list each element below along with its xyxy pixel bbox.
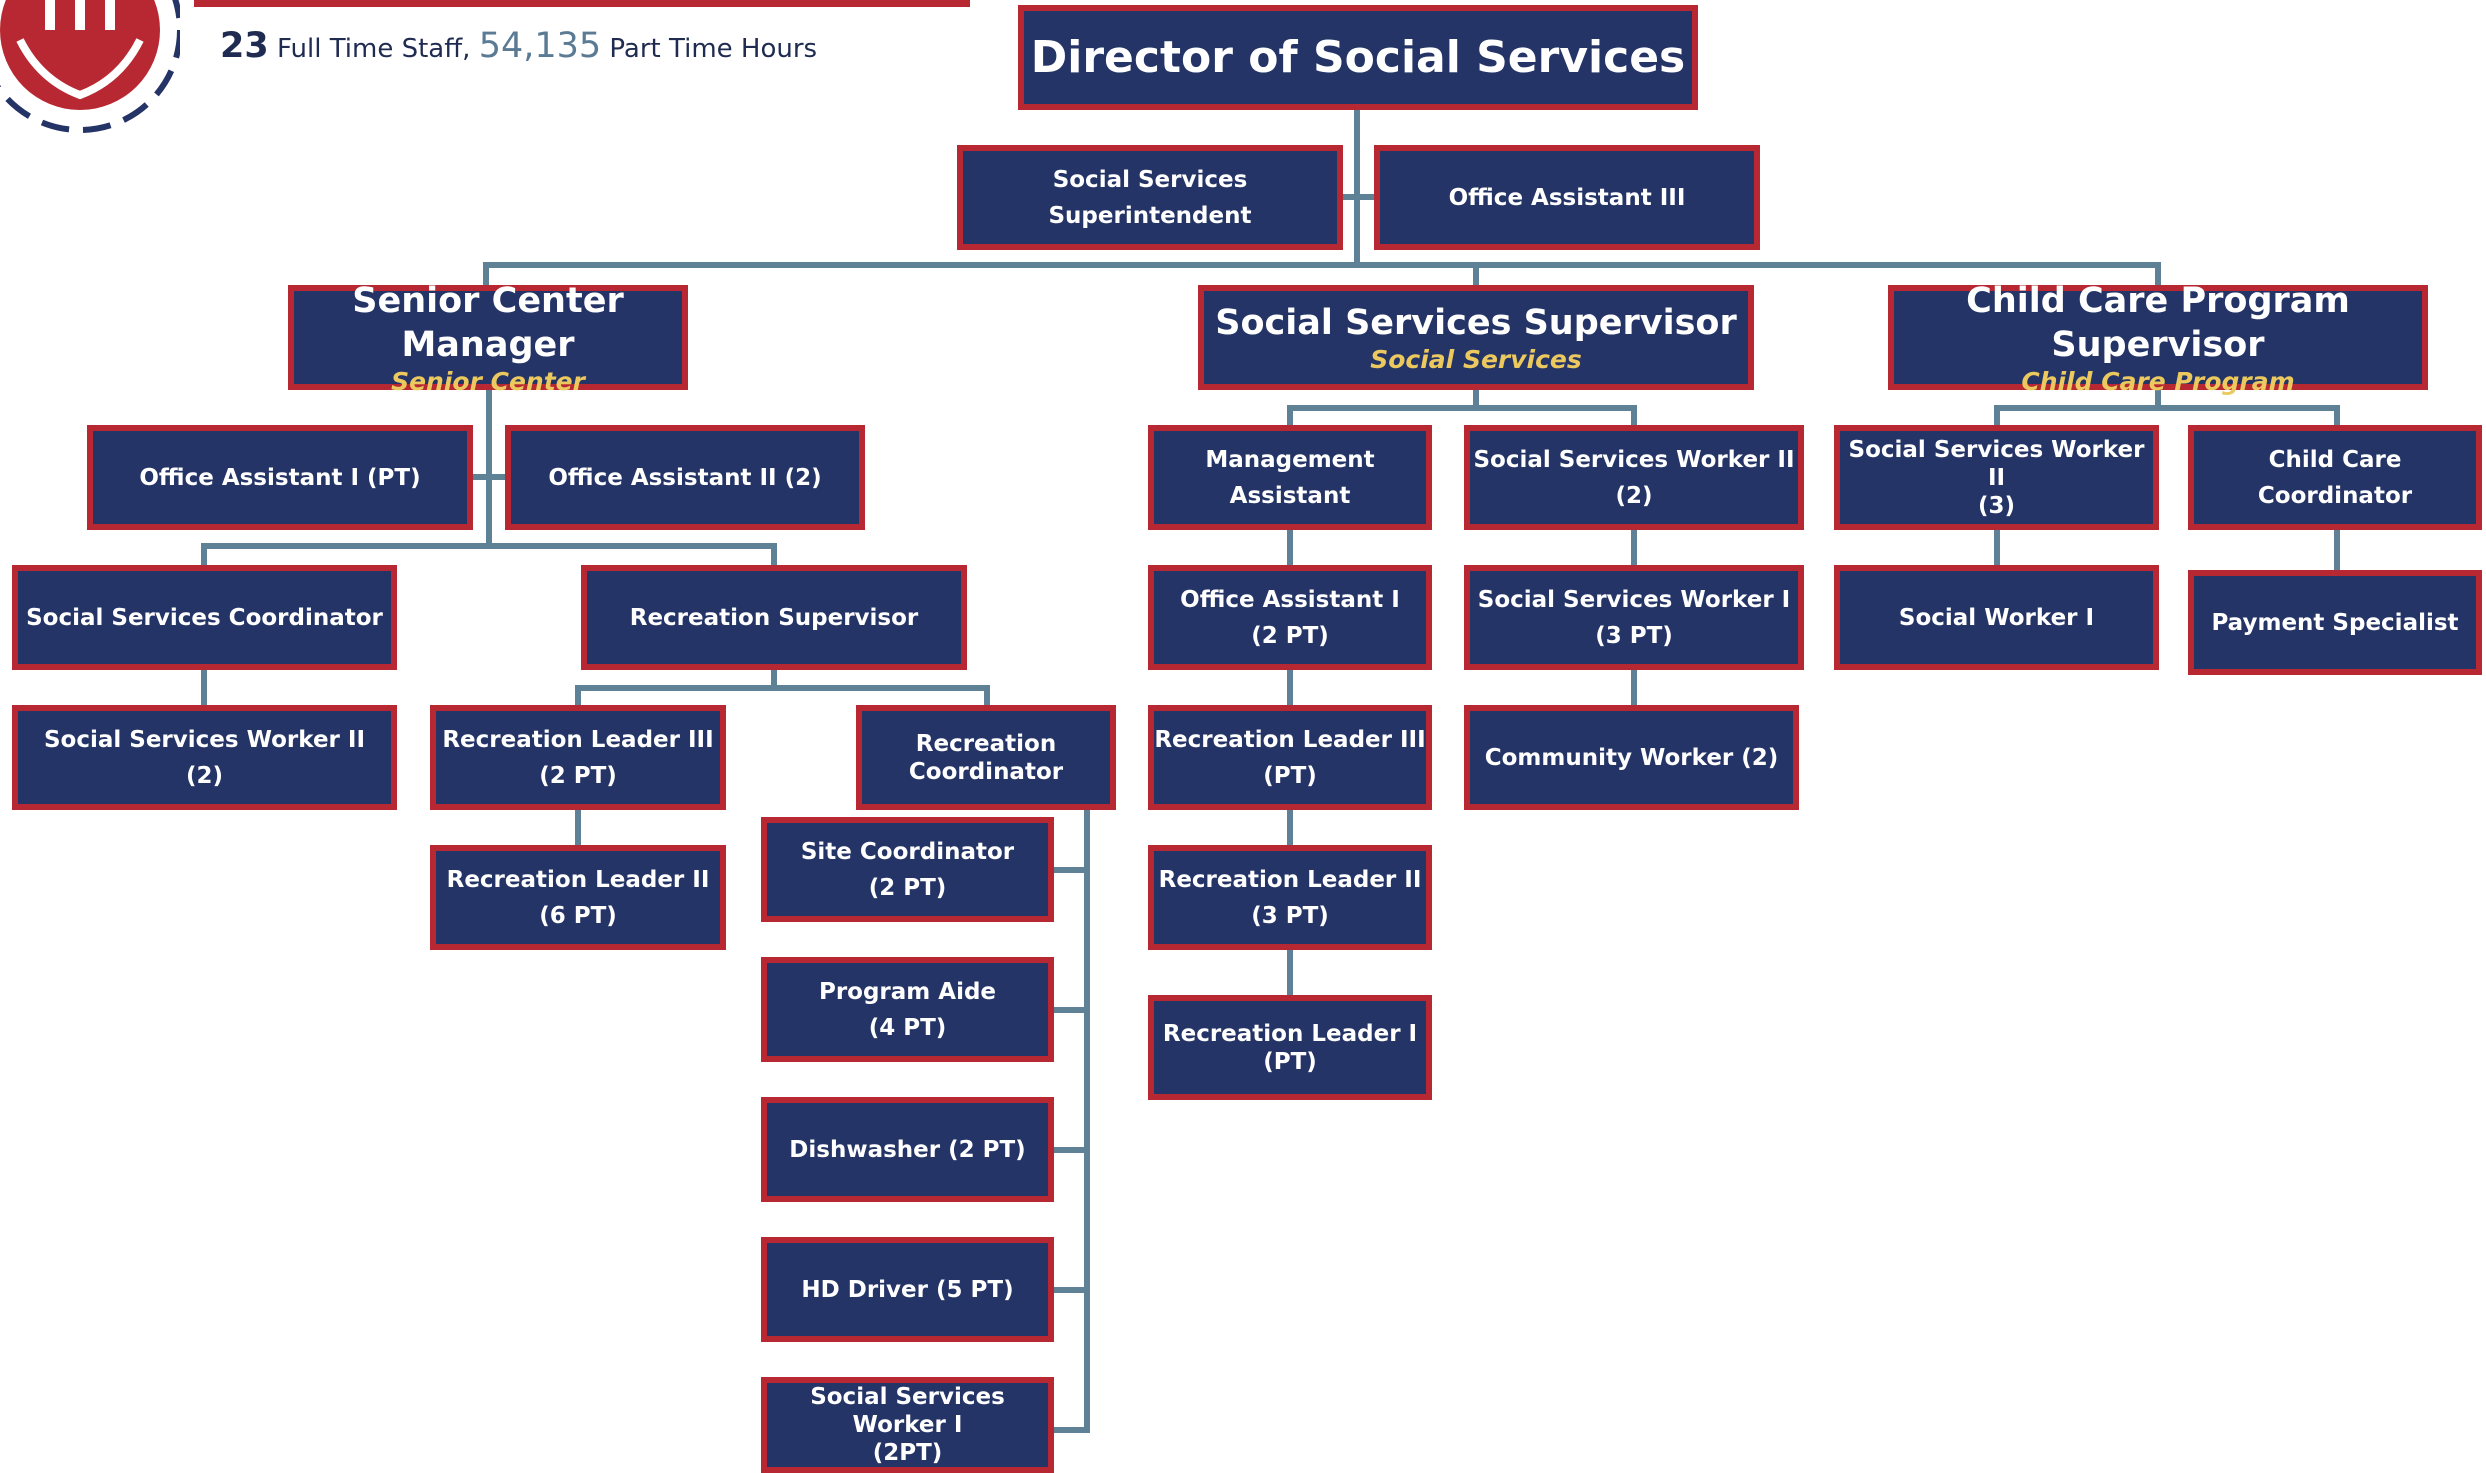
- sc-recreation-supervisor-box: Recreation Supervisor: [581, 565, 967, 670]
- social-services-subtitle: Social Services: [1370, 344, 1582, 374]
- sc-program-aide-line-1: Program Aide: [818, 978, 997, 1005]
- ss-recreation-leader-iii-box: Recreation Leader III (PT): [1148, 705, 1432, 810]
- cc-social-services-worker-ii-box: Social Services Worker II(3): [1834, 425, 2159, 530]
- ss-recreation-leader-iii-line-2: (PT): [1263, 762, 1317, 789]
- ss-recreation-leader-iii-line-1: Recreation Leader III: [1154, 726, 1426, 753]
- ss-recreation-leader-i-line-2: (PT): [1263, 1048, 1317, 1075]
- sc-recreation-supervisor-line-1: Recreation Supervisor: [629, 604, 919, 631]
- senior-center-subtitle: Senior Center: [391, 366, 585, 396]
- sc-social-services-coordinator-line-1: Social Services Coordinator: [26, 604, 383, 631]
- caring-hands-logo-icon: [0, 0, 180, 133]
- sc-recreation-leader-iii-line-1: Recreation Leader III: [442, 726, 714, 753]
- ss-office-assistant-i-box: Office Assistant I (2 PT): [1148, 565, 1432, 670]
- cc-payment-specialist-box: Payment Specialist: [2188, 570, 2482, 675]
- sc-office-assistant-ii-line-1: Office Assistant II (2): [548, 464, 822, 491]
- ss-community-worker-box: Community Worker (2): [1464, 705, 1799, 810]
- full-time-label: Full Time Staff,: [268, 34, 479, 64]
- ss-management-assistant-box: Management Assistant: [1148, 425, 1432, 530]
- child-care-supervisor-title: Child Care Program Supervisor: [1966, 280, 2350, 365]
- ss-social-services-worker-ii-line-2: (2): [1615, 482, 1653, 509]
- sc-program-aide-box: Program Aide (4 PT): [761, 957, 1054, 1062]
- part-time-label: Part Time Hours: [601, 34, 818, 64]
- sc-site-coordinator-box: Site Coordinator (2 PT): [761, 817, 1054, 922]
- social-services-supervisor-box: Social Services Supervisor Social Servic…: [1198, 285, 1754, 390]
- sc-social-services-worker-i-line-2: (2PT): [872, 1440, 943, 1466]
- sc-dishwasher-box: Dishwasher (2 PT): [761, 1097, 1054, 1202]
- ss-management-assistant-line-1: Management Assistant: [1205, 446, 1375, 509]
- part-time-count: 54,135: [478, 26, 602, 66]
- superintendent-box: Social Services Superintendent: [957, 145, 1343, 250]
- sc-recreation-leader-iii-line-2: (2 PT): [539, 762, 617, 789]
- sc-social-services-worker-ii-line-2: (2): [185, 762, 224, 789]
- ss-office-assistant-i-line-1: Office Assistant I: [1180, 586, 1400, 613]
- cc-child-care-coordinator-line-1: Child Care Coordinator: [2257, 446, 2413, 509]
- ss-social-services-worker-ii-box: Social Services Worker II (2): [1464, 425, 1804, 530]
- sc-hd-driver-line-1: HD Driver (5 PT): [801, 1276, 1014, 1303]
- sc-office-assistant-i-box: Office Assistant I (PT): [87, 425, 473, 530]
- ss-social-services-worker-i-line-1: Social Services Worker I: [1477, 586, 1791, 613]
- sc-social-services-worker-ii-line-1: Social Services Worker II: [43, 726, 366, 753]
- cc-social-services-worker-ii-line-1: Social Services Worker II: [1848, 436, 2145, 491]
- sc-social-services-coordinator-box: Social Services Coordinator: [12, 565, 397, 670]
- director-title: Director of Social Services: [1030, 31, 1686, 83]
- ss-recreation-leader-ii-line-1: Recreation Leader II: [1158, 866, 1422, 893]
- sc-social-services-worker-i-box: Social Services Worker I(2PT): [761, 1377, 1054, 1473]
- sc-recreation-coordinator-line-2: Coordinator: [908, 758, 1064, 785]
- sc-program-aide-line-2: (4 PT): [868, 1014, 947, 1041]
- sc-office-assistant-ii-box: Office Assistant II (2): [505, 425, 865, 530]
- cc-social-worker-i-line-1: Social Worker I: [1898, 604, 2095, 631]
- child-care-subtitle: Child Care Program: [2021, 366, 2295, 396]
- ss-social-services-worker-i-line-2: (3 PT): [1595, 622, 1673, 649]
- header-accent-bar: [194, 0, 970, 7]
- senior-center-manager-title: Senior Center Manager: [352, 280, 624, 365]
- ss-recreation-leader-i-box: Recreation Leader I(PT): [1148, 995, 1432, 1100]
- sc-site-coordinator-line-2: (2 PT): [868, 874, 947, 901]
- ss-office-assistant-i-line-2: (2 PT): [1251, 622, 1329, 649]
- sc-office-assistant-i-line-1: Office Assistant I (PT): [139, 464, 421, 491]
- sc-recreation-coordinator-line-1: Recreation: [915, 730, 1057, 757]
- cc-social-services-worker-ii-line-2: (3): [1977, 492, 2016, 519]
- sc-site-coordinator-line-1: Site Coordinator: [800, 838, 1015, 865]
- cc-child-care-coordinator-box: Child Care Coordinator: [2188, 425, 2482, 530]
- staff-summary: 23 Full Time Staff, 54,135 Part Time Hou…: [220, 26, 817, 66]
- senior-center-manager-box: Senior Center Manager Senior Center: [288, 281, 688, 396]
- ss-community-worker-line-1: Community Worker (2): [1484, 744, 1779, 771]
- ss-recreation-leader-ii-box: Recreation Leader II (3 PT): [1148, 845, 1432, 950]
- sc-social-services-worker-ii-box: Social Services Worker II (2): [12, 705, 397, 810]
- sc-recreation-leader-ii-line-1: Recreation Leader II: [446, 866, 710, 893]
- ss-recreation-leader-ii-line-2: (3 PT): [1251, 902, 1329, 929]
- cc-social-worker-i-box: Social Worker I: [1834, 565, 2159, 670]
- ss-social-services-worker-ii-line-1: Social Services Worker II: [1473, 446, 1795, 473]
- director-box: Director of Social Services: [1018, 5, 1698, 110]
- superintendent-title: Social Services Superintendent: [1048, 166, 1252, 229]
- sc-social-services-worker-i-line-1: Social Services Worker I: [810, 1384, 1005, 1438]
- social-services-supervisor-title: Social Services Supervisor: [1215, 302, 1737, 343]
- cc-payment-specialist-line-1: Payment Specialist: [2211, 609, 2459, 636]
- sc-recreation-leader-ii-line-2: (6 PT): [539, 902, 617, 929]
- office-assistant-iii-box: Office Assistant III: [1374, 145, 1760, 250]
- child-care-supervisor-box: Child Care Program Supervisor Child Care…: [1888, 281, 2428, 396]
- full-time-count: 23: [220, 26, 269, 66]
- sc-dishwasher-line-1: Dishwasher (2 PT): [789, 1136, 1026, 1163]
- ss-recreation-leader-i-line-1: Recreation Leader I: [1162, 1020, 1418, 1047]
- sc-recreation-leader-iii-box: Recreation Leader III (2 PT): [430, 705, 726, 810]
- sc-recreation-leader-ii-box: Recreation Leader II (6 PT): [430, 845, 726, 950]
- ss-social-services-worker-i-box: Social Services Worker I (3 PT): [1464, 565, 1804, 670]
- office-assistant-iii-title: Office Assistant III: [1448, 184, 1686, 211]
- sc-hd-driver-box: HD Driver (5 PT): [761, 1237, 1054, 1342]
